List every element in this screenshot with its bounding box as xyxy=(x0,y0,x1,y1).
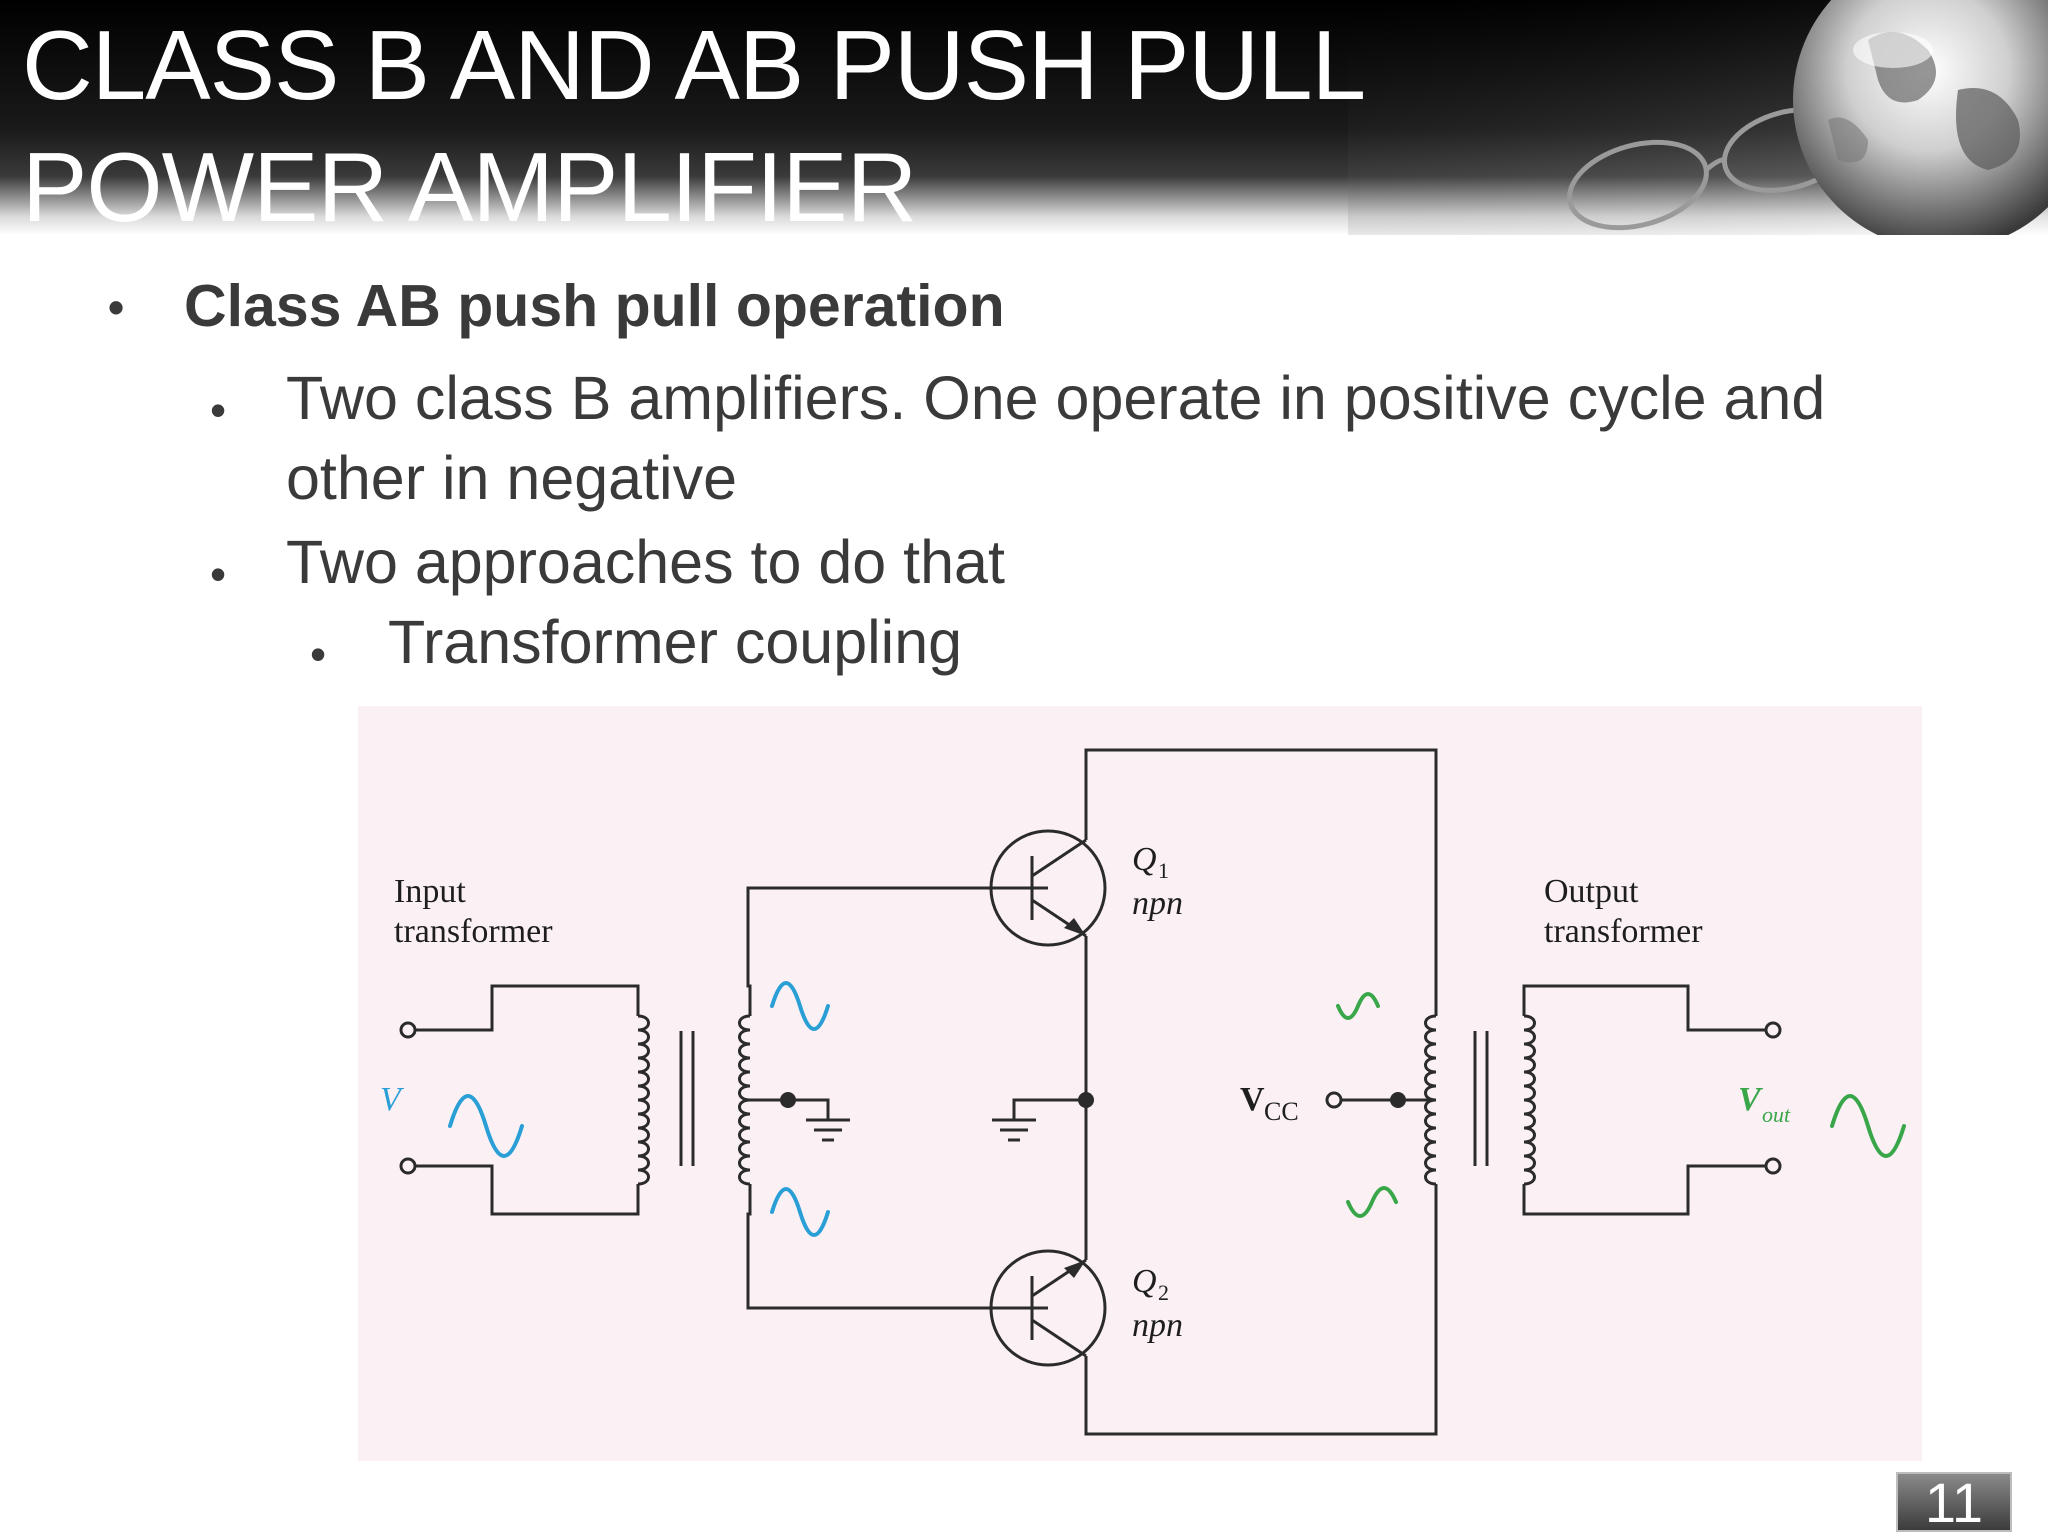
globe-icon xyxy=(1793,0,2048,235)
output-label-line2: transformer xyxy=(1544,913,1703,950)
vin-label: V xyxy=(380,1081,405,1118)
title-line-2: POWER AMPLIFIER xyxy=(22,132,917,235)
push-pull-circuit-diagram: Input transformer Output transformer Q 1… xyxy=(358,706,1922,1461)
bullet-dot: • xyxy=(108,281,125,333)
vcc-terminal xyxy=(1325,1091,1343,1109)
slide-header: CLASS B AND AB PUSH PULL POWER AMPLIFIER xyxy=(0,0,2048,235)
bottom-sine-wave-icon xyxy=(770,1187,830,1237)
input-primary-coil xyxy=(637,1014,650,1186)
bullet-dot: • xyxy=(210,548,227,600)
vcc-label-sub: CC xyxy=(1264,1097,1299,1126)
q2-label: Q xyxy=(1132,1263,1157,1300)
input-label-line2: transformer xyxy=(394,913,553,950)
top-sine-wave-icon xyxy=(770,981,830,1031)
q2-type: npn xyxy=(1132,1307,1183,1344)
input-label-line1: Input xyxy=(394,873,466,910)
output-label-line1: Output xyxy=(1544,873,1639,910)
input-sine-wave-icon xyxy=(448,1094,524,1158)
bullet-dot: • xyxy=(310,628,327,680)
output-secondary-coil xyxy=(1523,1014,1536,1186)
output-terminal-bottom xyxy=(1764,1157,1782,1175)
transistor-q2-body xyxy=(989,1249,1107,1367)
output-bottom-wave-icon xyxy=(1346,1186,1398,1218)
q2-label-sub: 2 xyxy=(1158,1280,1169,1305)
q1-label: Q xyxy=(1132,841,1157,878)
bullet-dot: • xyxy=(210,384,227,436)
output-top-wave-icon xyxy=(1336,992,1380,1020)
input-secondary-coil xyxy=(738,1014,751,1186)
vout-label: V xyxy=(1738,1081,1763,1118)
q1-label-sub: 1 xyxy=(1158,858,1169,883)
input-terminal-top xyxy=(399,1021,417,1039)
transistor-q1-body xyxy=(989,829,1107,947)
vout-label-sub: out xyxy=(1762,1102,1791,1127)
input-terminal-bottom xyxy=(399,1157,417,1175)
title-line-1: CLASS B AND AB PUSH PULL xyxy=(22,10,1366,120)
globe-and-glasses-image xyxy=(1348,0,2048,235)
output-terminal-top xyxy=(1764,1021,1782,1039)
output-sine-wave-icon xyxy=(1830,1094,1906,1158)
q1-type: npn xyxy=(1132,885,1183,922)
page-number: 11 xyxy=(1896,1472,2012,1532)
vcc-label: V xyxy=(1240,1081,1265,1118)
slide-title: CLASS B AND AB PUSH PULL POWER AMPLIFIER xyxy=(22,4,1366,235)
